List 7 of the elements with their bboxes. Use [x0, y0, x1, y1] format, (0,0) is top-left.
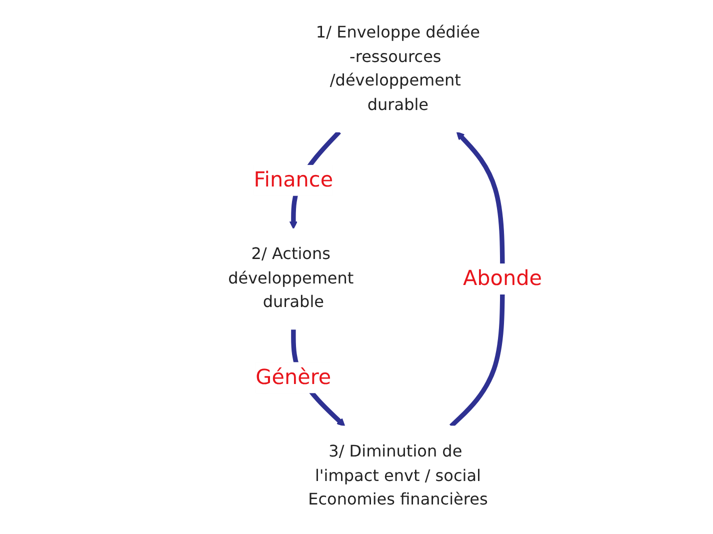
edge-label: Génère [256, 366, 332, 390]
edge-label: Finance [254, 168, 334, 192]
arrow [449, 131, 505, 428]
node-text: 1/ Enveloppe dédiée -ressources /développement durable [316, 24, 480, 114]
node-text: 3/ Diminution de l'impact envt / social Economies financières [308, 442, 488, 510]
node-text: 2/ Actions développement durable [228, 244, 354, 312]
edge-label: Abonde [462, 267, 542, 291]
